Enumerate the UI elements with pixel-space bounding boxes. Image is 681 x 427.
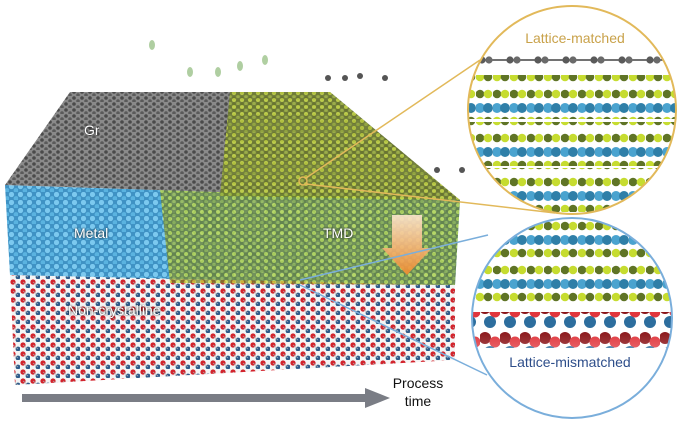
growth-arrow — [382, 215, 432, 275]
process-line2: time — [404, 393, 432, 409]
tmd-label: TMD — [323, 225, 354, 241]
lattice-matched-label: Lattice-matched — [525, 30, 625, 46]
mismatched-connector — [299, 234, 489, 376]
process-time-label: Process time — [378, 374, 458, 410]
carbon-atoms — [325, 73, 465, 173]
lattice-mismatched-zoom — [471, 217, 673, 419]
material-slab — [5, 92, 460, 385]
metal-label: Metal — [74, 225, 109, 241]
matched-connector — [298, 59, 556, 214]
process-time-arrow — [22, 388, 390, 408]
tmd-layer — [160, 190, 460, 285]
process-line1: Process — [392, 375, 444, 391]
lattice-matched-zoom — [467, 5, 677, 215]
non-crystalline-layer — [10, 275, 455, 385]
tmd-top — [220, 92, 460, 200]
lattice-mismatched-label: Lattice-mismatched — [509, 354, 631, 370]
graphene-label: Gr — [84, 122, 100, 138]
non-crystalline-label: Non-crystalline — [68, 302, 161, 318]
